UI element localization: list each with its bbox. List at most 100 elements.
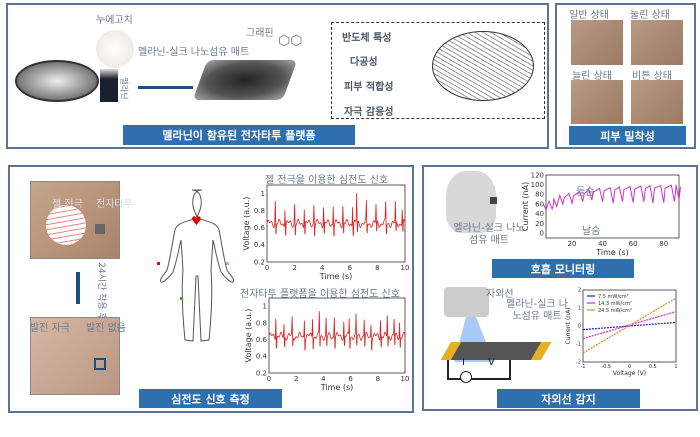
breathing-button[interactable]: 호흡 모니터링 bbox=[492, 259, 634, 278]
breath-mat-label: 멜라닌-실크 나노섬유 매트 bbox=[453, 223, 525, 246]
properties-box: 반도체 특성 다공성 피부 적합성 자극 감응성 bbox=[331, 22, 545, 119]
x-tick-label: 0 bbox=[267, 375, 271, 383]
heart-icon: ♥ bbox=[191, 214, 202, 228]
x-tick-label: 1 bbox=[674, 364, 677, 370]
photo-twisted bbox=[631, 80, 683, 124]
x-tick-label: 6 bbox=[348, 264, 353, 272]
x-tick-label: 8 bbox=[375, 264, 379, 272]
uv-button[interactable]: 자외선 감지 bbox=[497, 389, 640, 408]
y-tick-label: 0.4 bbox=[254, 241, 266, 249]
y-tick-label: 2 bbox=[578, 288, 581, 294]
x-tick-label: 80 bbox=[659, 240, 668, 248]
plot-frame bbox=[582, 289, 677, 363]
e-tattoo-image bbox=[95, 224, 105, 234]
plot-frame bbox=[268, 297, 406, 374]
state-twisted: 비튼 상태 bbox=[632, 71, 672, 82]
skin-adhesion-button[interactable]: 피부 밀착성 bbox=[569, 126, 686, 145]
y-axis-label: Current (nA) bbox=[521, 182, 530, 231]
x-tick-label: -1 bbox=[581, 364, 586, 370]
y-tick-label: 0.6 bbox=[256, 336, 268, 344]
legend-label: 7.5 mW/cm² bbox=[598, 294, 629, 300]
uv-label: 자외선 bbox=[486, 289, 514, 300]
gel-electrode-label: 젤 전극 bbox=[52, 199, 83, 210]
melanin-vial bbox=[100, 69, 118, 102]
y-tick-label: 0 bbox=[540, 229, 544, 237]
y-tick-label: 120 bbox=[531, 171, 544, 179]
y-tick-label: 0.8 bbox=[256, 319, 267, 327]
petri-dish bbox=[15, 60, 99, 102]
skin-adhesion-panel: 일반 상태 눌린 상태 늘린 상태 비튼 상태 피부 밀착성 bbox=[555, 3, 696, 149]
x-tick-label: 4 bbox=[320, 264, 325, 272]
property-semiconductor: 반도체 특성 bbox=[342, 33, 392, 44]
x-tick-label: 2 bbox=[294, 375, 298, 383]
x-tick-label: 60 bbox=[629, 240, 638, 248]
voltage-label: V bbox=[488, 357, 495, 368]
y-tick-label: -2 bbox=[576, 360, 581, 366]
y-tick-label: -1 bbox=[576, 342, 581, 348]
y-tick-label: 1 bbox=[578, 306, 581, 312]
plot-frame bbox=[266, 184, 406, 263]
property-porosity: 다공성 bbox=[350, 57, 378, 68]
y-axis-label: Voltage (a.u.) bbox=[244, 309, 253, 363]
process-arrow bbox=[138, 86, 193, 89]
head-mask-image bbox=[446, 171, 496, 233]
state-pressed: 눌린 상태 bbox=[630, 10, 670, 21]
rash-label: 발진 자극 bbox=[30, 323, 70, 334]
y-tick-label: 0.6 bbox=[254, 224, 266, 232]
plot-frame bbox=[545, 174, 680, 239]
x-axis-label: Time (s) bbox=[319, 272, 353, 281]
legend-label: 14.3 mW/cm² bbox=[598, 301, 632, 307]
electrode-leg bbox=[180, 297, 183, 300]
x-tick-label: 10 bbox=[401, 264, 410, 272]
uv-lamp bbox=[444, 287, 489, 317]
y-tick-label: 80 bbox=[535, 191, 544, 199]
x-tick-label: 8 bbox=[376, 375, 380, 383]
y-tick-label: 60 bbox=[535, 200, 544, 208]
body-outline: ♥ bbox=[157, 189, 234, 342]
electrode-left-wrist bbox=[226, 262, 229, 265]
y-axis-label: Current (nA) bbox=[565, 307, 572, 344]
state-normal: 일반 상태 bbox=[569, 10, 609, 21]
ecg-tattoo-title: 전자타투 플랫폼을 이용한 심전도 신호 bbox=[240, 289, 400, 300]
graphene-label: 그래핀 bbox=[246, 28, 274, 39]
platform-panel: 누에고치 멜라닌 멜라닌-실크 나노섬유 매트 그래핀 ⬡⬡ 반도체 특성 다공… bbox=[6, 3, 549, 149]
gel-electrode-image bbox=[46, 205, 86, 245]
uv-mat-label: 멜라닌-실크 나노섬유 매트 bbox=[506, 299, 568, 322]
x-tick-label: 4 bbox=[321, 375, 326, 383]
x-tick-label: -0.5 bbox=[601, 364, 611, 370]
down-arrow bbox=[76, 272, 80, 304]
cocoon-label: 누에고치 bbox=[96, 15, 133, 26]
x-tick-label: 0 bbox=[265, 264, 269, 272]
fiber-zoom-image bbox=[432, 31, 534, 101]
x-tick-label: 10 bbox=[401, 375, 410, 383]
y-axis-label: Voltage (a.u.) bbox=[242, 197, 251, 251]
ecg-button[interactable]: 심전도 신호 측정 bbox=[139, 389, 282, 408]
mat-label: 멜라닌-실크 나노섬유 매트 bbox=[138, 47, 250, 58]
y-tick-label: 0.2 bbox=[256, 369, 267, 377]
y-tick-label: 100 bbox=[531, 181, 544, 189]
photo-pressed bbox=[631, 20, 683, 65]
x-tick-label: 2 bbox=[292, 264, 296, 272]
x-tick-label: 6 bbox=[348, 375, 353, 383]
sensing-panel: 멜라닌-실크 나노섬유 매트 들숨 날숨 호흡 모니터링 자외선 멜라닌-실크 … bbox=[422, 165, 698, 411]
cocoon-image bbox=[96, 30, 134, 68]
current-label: I bbox=[462, 357, 465, 368]
circuit-wire bbox=[447, 360, 511, 380]
state-stretched: 늘린 상태 bbox=[572, 71, 612, 82]
no-rash-box bbox=[94, 358, 106, 370]
y-tick-label: 1 bbox=[261, 190, 265, 198]
iv-series-line bbox=[582, 321, 677, 331]
y-tick-label: 20 bbox=[535, 220, 544, 228]
platform-button[interactable]: 멜라닌이 함유된 전자타투 플랫폼 bbox=[123, 125, 355, 145]
graphene-icon: ⬡⬡ bbox=[278, 33, 303, 49]
x-axis-label: Voltage (V) bbox=[613, 370, 646, 377]
property-stimuli: 자극 감응성 bbox=[344, 107, 394, 118]
x-tick-label: 0 bbox=[628, 364, 631, 370]
x-tick-label: 40 bbox=[598, 240, 607, 248]
arm-photo-after bbox=[30, 317, 120, 395]
y-tick-label: 0.4 bbox=[256, 353, 268, 361]
no-rash-label: 발진 없음 bbox=[86, 323, 126, 334]
x-axis-label: Time (s) bbox=[595, 248, 629, 257]
ammeter-icon bbox=[460, 371, 472, 383]
